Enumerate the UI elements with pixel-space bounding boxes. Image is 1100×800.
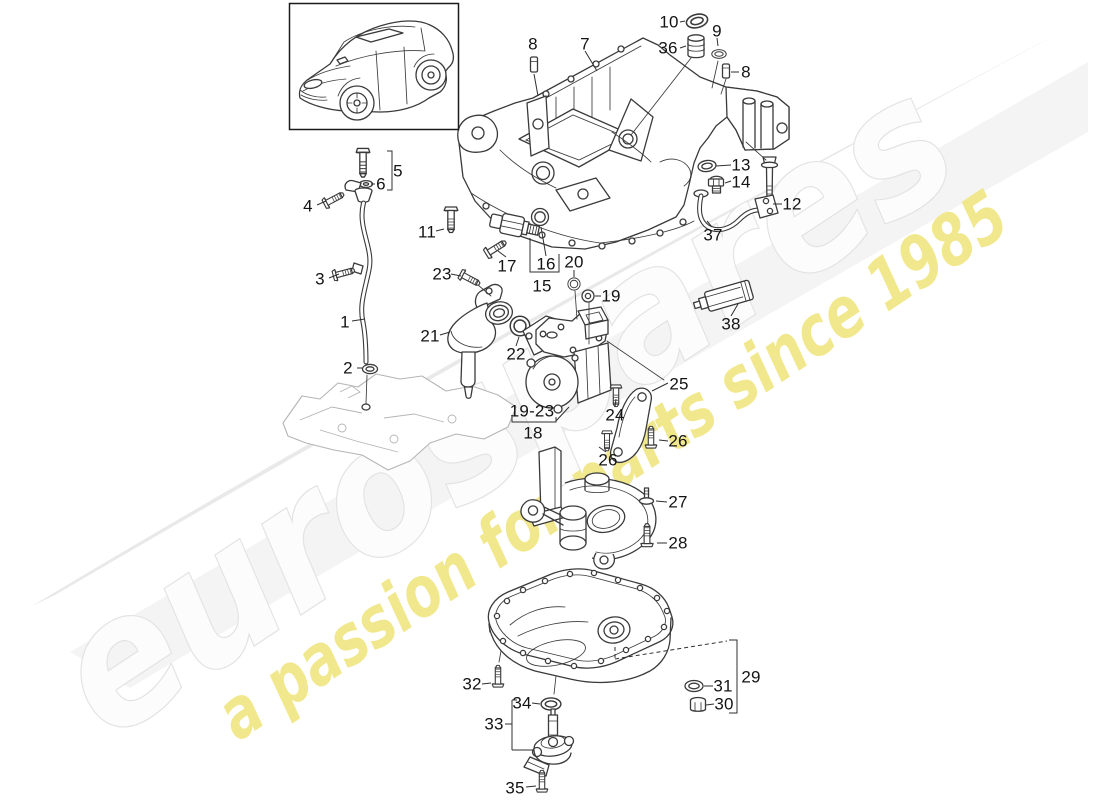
bushing-top bbox=[584, 472, 610, 494]
callout-14-14[interactable]: 14 bbox=[731, 172, 751, 192]
callout-6-5[interactable]: 6 bbox=[376, 174, 386, 194]
callout-8-8[interactable]: 8 bbox=[741, 62, 751, 82]
sealant-tube-38 bbox=[692, 279, 754, 312]
lower-oil-pan-drawing bbox=[487, 568, 707, 712]
crankcase-faded-drawing bbox=[282, 373, 517, 471]
callout-34-36[interactable]: 34 bbox=[512, 693, 532, 713]
callout-2-1[interactable]: 2 bbox=[343, 358, 353, 378]
callout-3-2[interactable]: 3 bbox=[315, 269, 325, 289]
right-side-parts bbox=[692, 156, 779, 312]
oil-pump-drawing bbox=[522, 306, 612, 414]
callout-15-15[interactable]: 15 bbox=[532, 276, 552, 296]
callout-31-33[interactable]: 31 bbox=[713, 676, 733, 696]
plug-36 bbox=[687, 34, 705, 59]
bushing-left bbox=[559, 505, 587, 551]
dipstick-tube-drawing bbox=[320, 147, 379, 411]
callout-11-11[interactable]: 11 bbox=[417, 222, 437, 242]
callout-24-25[interactable]: 24 bbox=[605, 405, 625, 425]
callout-5-4[interactable]: 5 bbox=[393, 161, 403, 181]
oil-intake-pipe bbox=[447, 283, 513, 399]
callout-37-39[interactable]: 37 bbox=[703, 225, 723, 245]
callout-27-29[interactable]: 27 bbox=[668, 492, 688, 512]
oring-2 bbox=[361, 363, 379, 375]
callout-32-34[interactable]: 32 bbox=[462, 674, 482, 694]
oil-level-sensor-drawing bbox=[523, 675, 575, 793]
callout-8-7[interactable]: 8 bbox=[528, 34, 538, 54]
pin-8-right bbox=[721, 63, 731, 79]
callout-21-22[interactable]: 21 bbox=[420, 326, 440, 346]
callout-29-31[interactable]: 29 bbox=[741, 667, 761, 687]
nut-19 bbox=[581, 289, 595, 303]
pin-8-left bbox=[529, 56, 539, 73]
callout-26-28[interactable]: 26 bbox=[668, 431, 688, 451]
callout-35-37[interactable]: 35 bbox=[505, 778, 525, 798]
callout-1-0[interactable]: 1 bbox=[340, 312, 350, 332]
support-bracket-drawing bbox=[520, 446, 657, 570]
callout-25-26[interactable]: 25 bbox=[669, 374, 689, 394]
callout-18-18[interactable]: 18 bbox=[523, 423, 543, 443]
cayenne-car-drawing bbox=[298, 20, 455, 121]
callout-7-6[interactable]: 7 bbox=[580, 34, 590, 54]
callout-17-17[interactable]: 17 bbox=[497, 256, 517, 276]
callout-30-32[interactable]: 30 bbox=[714, 694, 734, 714]
callout-9-9[interactable]: 9 bbox=[712, 21, 722, 41]
callout-19-20[interactable]: 19 bbox=[601, 286, 621, 306]
oil-intake-group bbox=[447, 268, 531, 399]
callout-16-16[interactable]: 16 bbox=[536, 254, 556, 274]
pressure-valve-group bbox=[443, 206, 595, 303]
drain-plug-30 bbox=[689, 696, 707, 712]
callout-36-38[interactable]: 36 bbox=[658, 38, 678, 58]
callout-22-23[interactable]: 22 bbox=[506, 344, 526, 364]
callout-13-13[interactable]: 13 bbox=[731, 155, 751, 175]
callout-4-3[interactable]: 4 bbox=[303, 196, 313, 216]
callout-10-10[interactable]: 10 bbox=[659, 12, 679, 32]
callout-19-23-19[interactable]: 19-23 bbox=[509, 401, 555, 421]
callout-20-21[interactable]: 20 bbox=[564, 252, 584, 272]
callout-28-30[interactable]: 28 bbox=[668, 533, 688, 553]
leader-lines bbox=[316, 20, 782, 788]
guide-arm-group bbox=[601, 384, 658, 464]
callout-33-35[interactable]: 33 bbox=[484, 714, 504, 734]
vehicle-thumbnail bbox=[288, 2, 460, 131]
oil-pipe-37 bbox=[693, 189, 779, 233]
callout-26-27[interactable]: 26 bbox=[598, 450, 618, 470]
upper-oil-pan-drawing bbox=[457, 37, 790, 250]
stud-27 bbox=[638, 487, 655, 505]
oil-pressure-valve bbox=[489, 213, 541, 238]
callout-23-24[interactable]: 23 bbox=[432, 264, 452, 284]
top-small-parts bbox=[529, 11, 731, 95]
callout-38-40[interactable]: 38 bbox=[721, 314, 741, 334]
plug-14 bbox=[707, 175, 725, 194]
callout-12-12[interactable]: 12 bbox=[782, 194, 802, 214]
